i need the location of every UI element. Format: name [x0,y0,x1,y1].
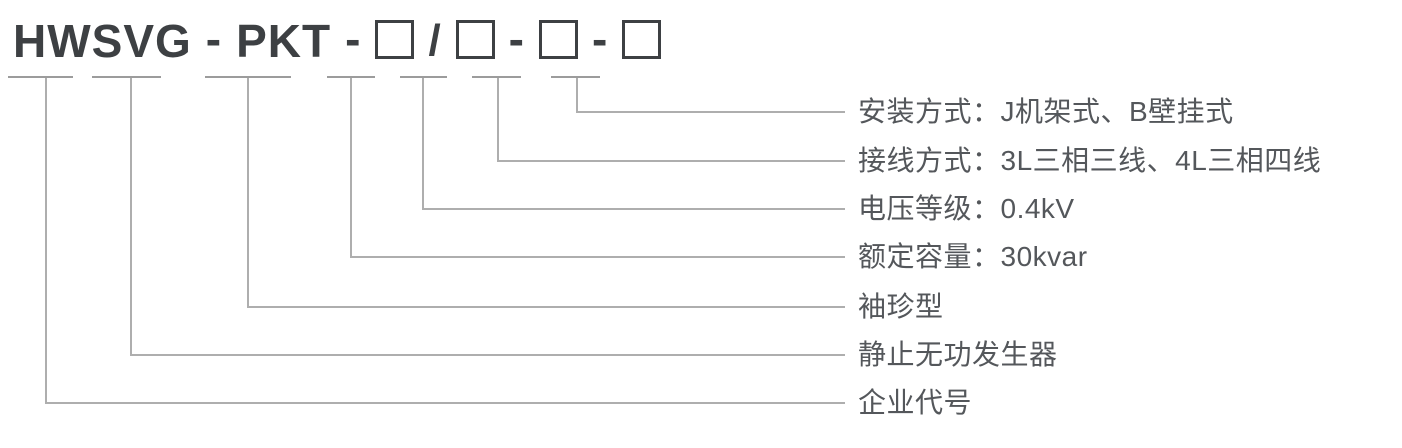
label-wiring-method: 接线方式：3L三相三线、4L三相四线 [858,145,1322,176]
leader-capacity-vertical [350,78,352,257]
code-slot-capacity-box [375,19,415,59]
code-prefix: HWSVG [13,15,192,67]
code-slot-wiring-box [539,19,578,59]
label-installation-method: 安装方式：J机架式、B壁挂式 [858,96,1234,127]
label-pocket-type: 袖珍型 [858,291,944,322]
code-separator: - [592,13,609,65]
leader-pocket-horizontal [247,306,845,308]
underline-company-code [8,76,73,78]
leader-company-vertical [45,78,47,403]
leader-pocket-vertical [247,78,249,307]
underline-installation [551,76,600,78]
code-separator: - [345,13,362,65]
leader-installation-horizontal [576,111,845,113]
underline-voltage [400,76,447,78]
leader-svg-horizontal [130,354,845,356]
label-static-var-generator: 静止无功发生器 [858,339,1058,370]
underline-series [205,76,291,78]
label-rated-capacity: 额定容量：30kvar [858,241,1088,272]
label-voltage-level: 电压等级：0.4kV [858,193,1075,224]
code-slash: / [428,16,442,65]
code-slot-voltage-box [455,19,495,59]
leader-installation-vertical [576,78,578,112]
leader-wiring-horizontal [497,160,845,162]
leader-capacity-horizontal [350,256,845,258]
leader-wiring-vertical [497,78,499,161]
leader-voltage-horizontal [422,208,845,210]
underline-svg [92,76,161,78]
model-code: HWSVG - PKT - / - - [13,13,662,68]
underline-wiring [472,76,521,78]
code-separator: - [508,13,525,65]
leader-voltage-vertical [422,78,424,209]
underline-capacity [327,76,375,78]
code-slot-installation-box [622,19,662,59]
code-separator: - [205,13,223,65]
leader-company-horizontal [45,402,845,404]
code-series: PKT [236,15,332,67]
label-company-code: 企业代号 [858,387,973,418]
leader-svg-vertical [130,78,132,355]
